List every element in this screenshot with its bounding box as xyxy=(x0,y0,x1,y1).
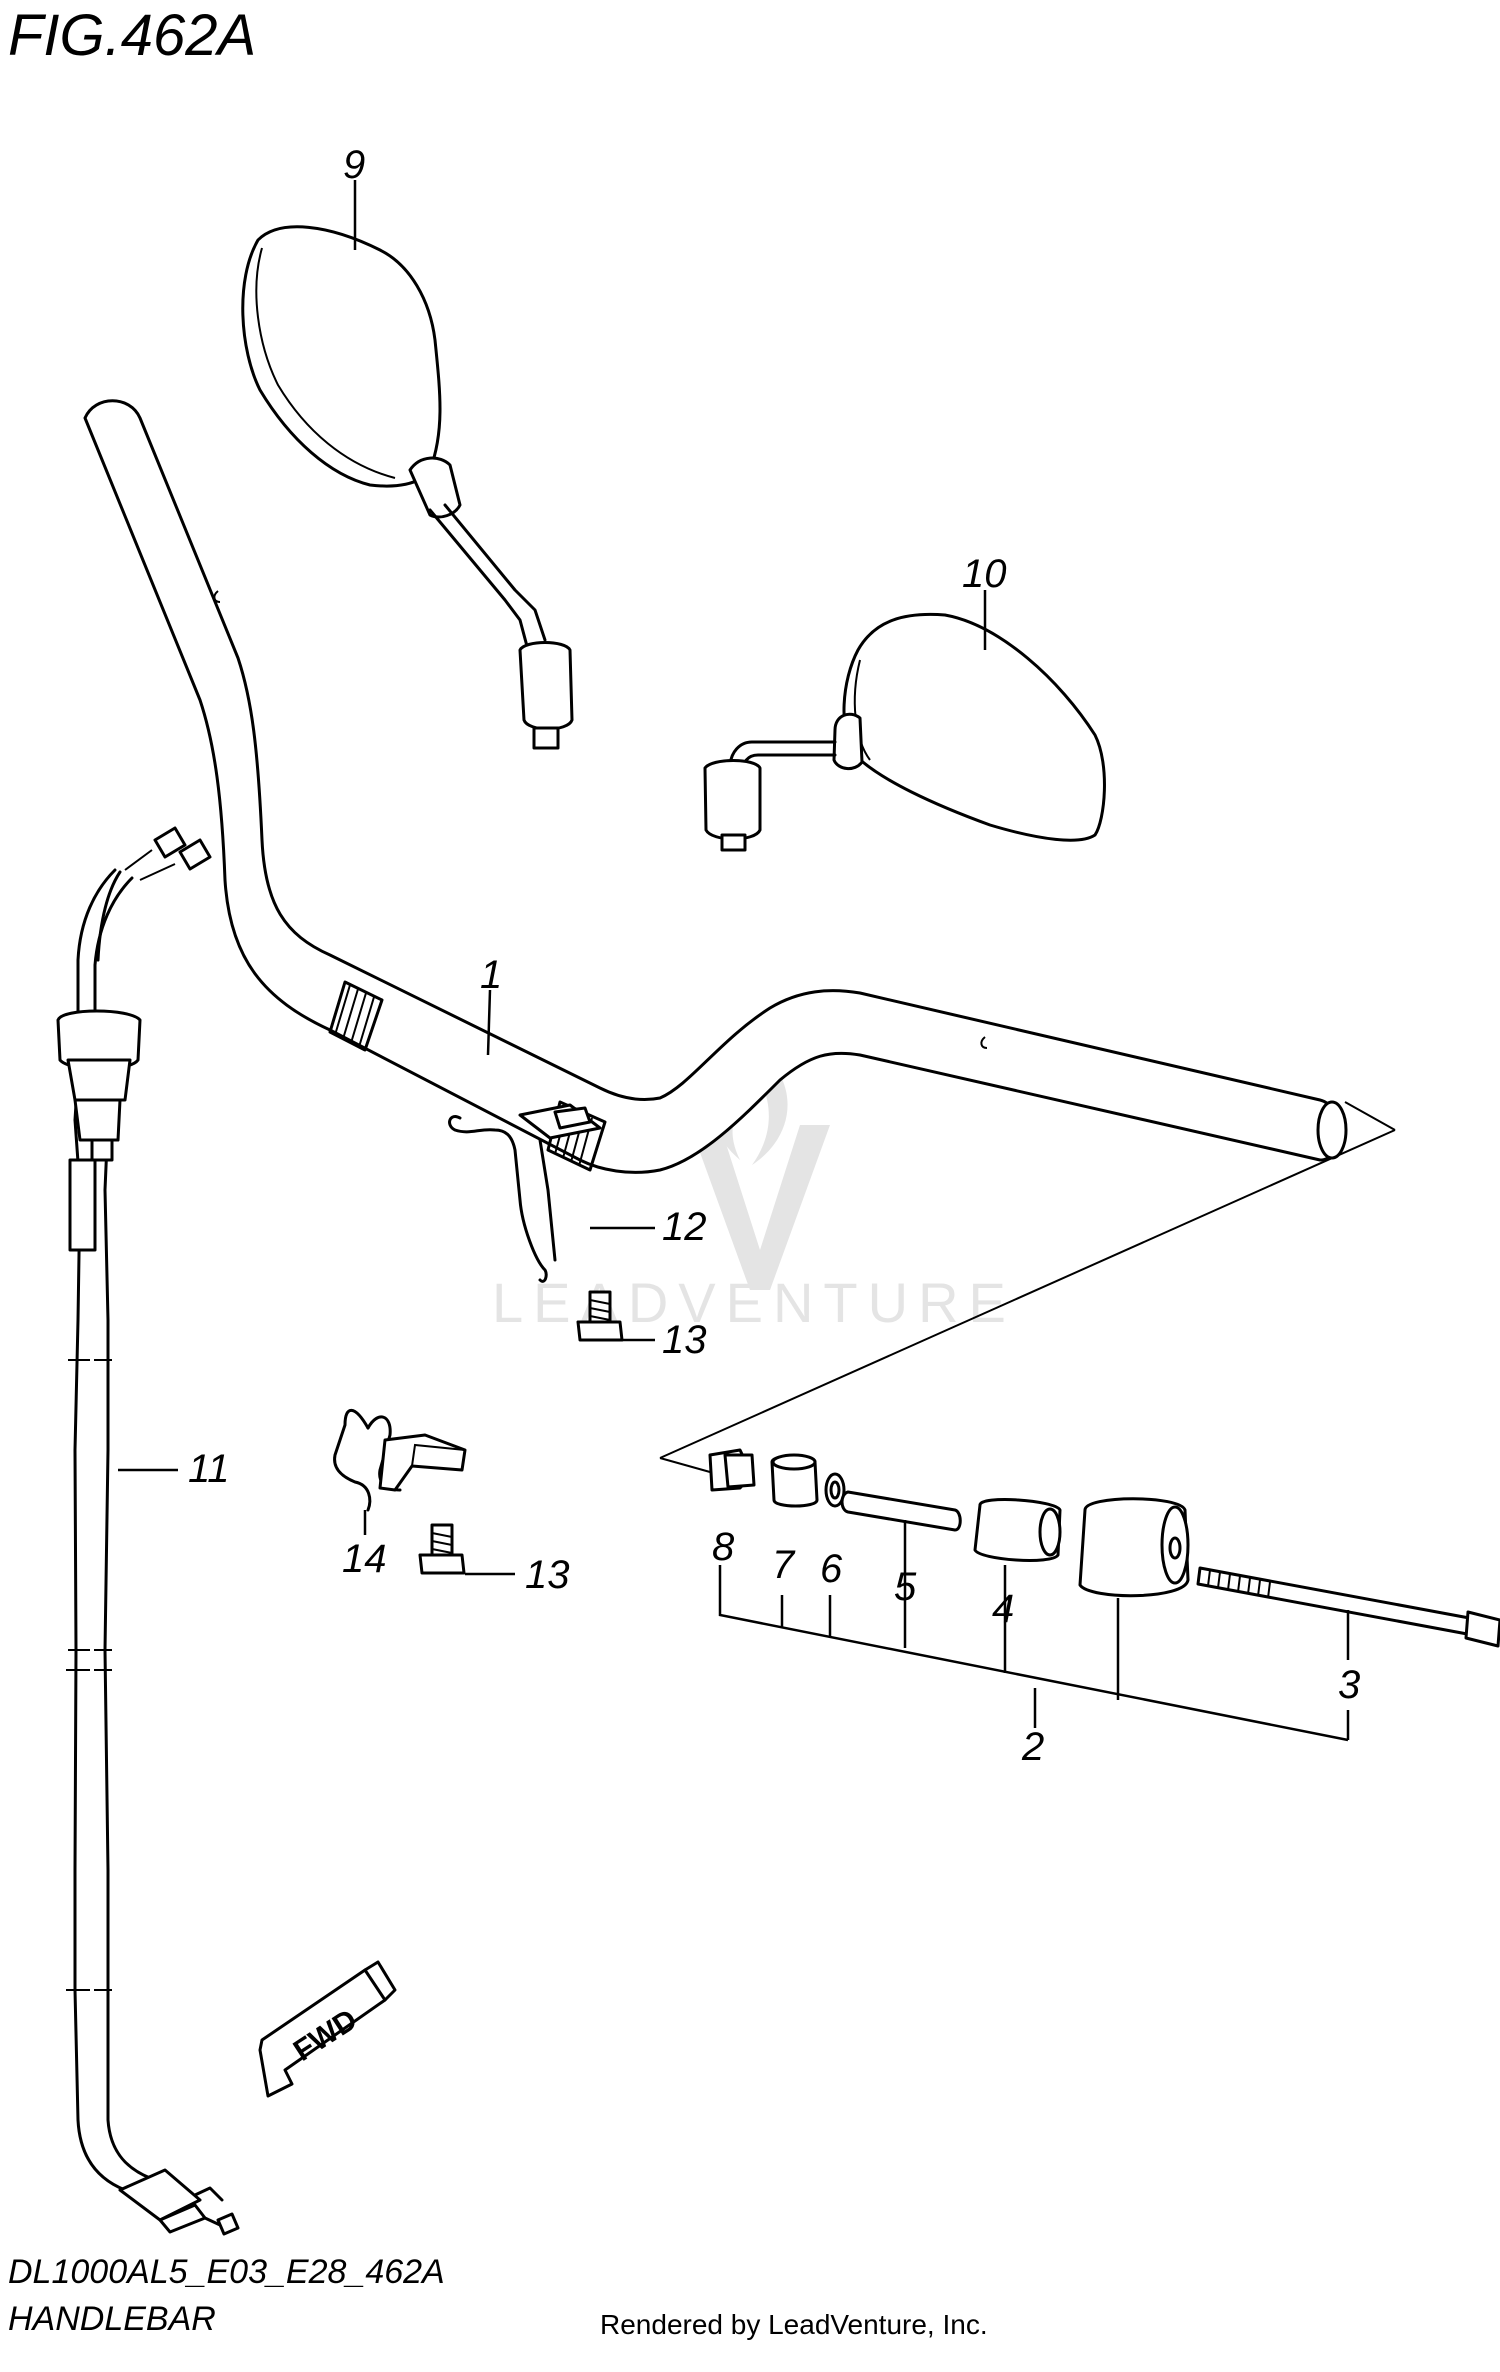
callout-9: 9 xyxy=(343,143,365,187)
callout-5: 5 xyxy=(894,1565,917,1609)
leader-lines xyxy=(118,180,1350,1742)
callout-10: 10 xyxy=(962,552,1007,596)
figure-name: HANDLEBAR xyxy=(8,2300,216,2338)
callout-7: 7 xyxy=(772,1543,796,1587)
watermark: LEADVENTURE xyxy=(492,1050,1016,1334)
explode-lines xyxy=(659,1101,1396,1473)
figure-title: FIG.462A xyxy=(8,3,256,68)
callout-11: 11 xyxy=(188,1447,230,1491)
bolt-part-13-lower xyxy=(418,1523,466,1575)
weight-part-2 xyxy=(1078,1497,1190,1598)
watermark-text: LEADVENTURE xyxy=(492,1271,1016,1334)
clamp-part-12 xyxy=(448,1103,602,1283)
callout-13-upper: 13 xyxy=(662,1318,707,1362)
rod-part-5 xyxy=(840,1490,962,1532)
callout-4: 4 xyxy=(992,1587,1014,1631)
callout-3: 3 xyxy=(1338,1663,1360,1707)
callout-6: 6 xyxy=(820,1547,843,1591)
callout-8: 8 xyxy=(712,1525,735,1569)
throttle-cable-part-11 xyxy=(56,826,240,2236)
callout-13-lower: 13 xyxy=(525,1553,570,1597)
nut-part-8 xyxy=(708,1448,756,1492)
fwd-direction-arrow: FWD xyxy=(258,1960,397,2098)
render-credit: Rendered by LeadVenture, Inc. xyxy=(600,2309,988,2340)
callout-2: 2 xyxy=(1021,1725,1044,1769)
callout-12: 12 xyxy=(662,1205,707,1249)
mirror-right-part-10 xyxy=(703,612,1106,852)
callout-labels: 9 10 1 12 13 11 14 13 8 7 6 5 4 2 3 xyxy=(188,143,1360,1769)
callout-1: 1 xyxy=(480,953,502,997)
bracket-part-14 xyxy=(333,1408,467,1512)
bar-end-assembly xyxy=(708,1448,1500,1648)
washer-part-6 xyxy=(824,1472,846,1508)
figure-code: DL1000AL5_E03_E28_462A xyxy=(8,2253,445,2291)
bolt-part-13-upper xyxy=(576,1290,624,1342)
collar-part-7 xyxy=(770,1453,819,1508)
collar-part-4 xyxy=(973,1498,1062,1562)
mirror-left-part-9 xyxy=(241,225,574,750)
bolt-part-3 xyxy=(1196,1566,1500,1648)
callout-14: 14 xyxy=(342,1537,387,1581)
